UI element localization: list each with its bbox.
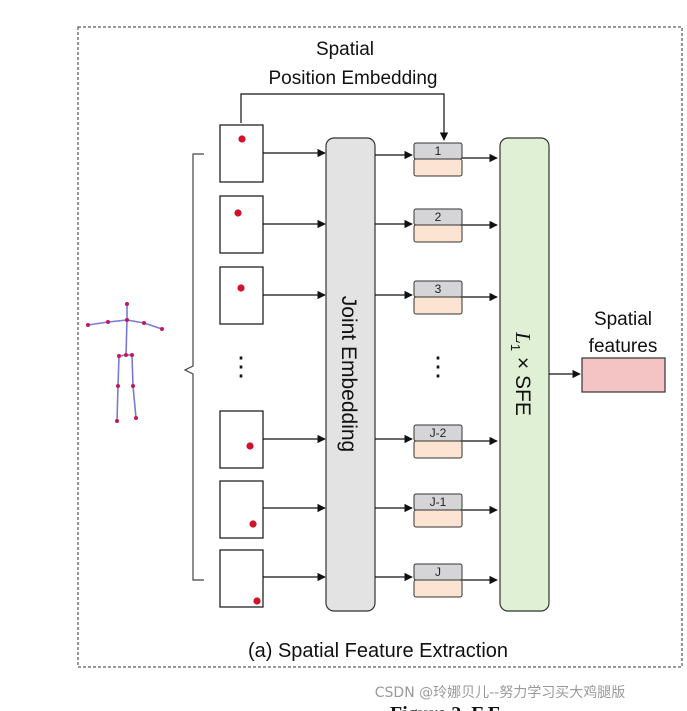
token-ellipsis: ⋮: [425, 351, 451, 381]
spatial-label: Spatial: [316, 39, 374, 60]
token-stack-2: 2: [413, 208, 463, 243]
token-stack-j-2: J-2: [413, 424, 463, 459]
joint-patch-j-2: [219, 410, 264, 469]
sfe-label: L1 × SFE: [508, 331, 535, 416]
bottom-partial-text: Figure 2. F F: [390, 703, 500, 711]
joint-patch-3: [219, 266, 264, 325]
joint-embedding-label: Joint Embedding: [337, 296, 360, 452]
joint-patches: [219, 124, 264, 608]
patch-to-embedding-arrows: [263, 148, 326, 582]
joint-dot: [237, 284, 245, 292]
joint-patch-j: [219, 549, 264, 608]
token-label: 2: [435, 210, 442, 224]
output-label-line2: features: [589, 336, 658, 357]
joint-dot: [234, 209, 242, 217]
joint-brace: [183, 153, 204, 581]
joint-dot: [249, 520, 257, 528]
token-label: J: [435, 565, 441, 579]
token-to-sfe-arrows: [462, 153, 498, 585]
spatial-features-output: [581, 357, 666, 393]
token-label: J-1: [430, 495, 447, 509]
token-label: 3: [435, 282, 442, 296]
joint-dot: [246, 442, 254, 450]
joint-embedding-block: [325, 137, 376, 612]
patch-ellipsis: ⋮: [228, 351, 254, 381]
joint-patch-2: [219, 195, 264, 254]
skeleton-joints: [86, 302, 164, 423]
token-stack-j: J: [413, 563, 463, 598]
embedding-to-token-arrows: [375, 150, 413, 582]
joint-patch-1: [219, 124, 264, 183]
token-stack-j-1: J-1: [413, 493, 463, 528]
outer-dashed-frame: [77, 26, 683, 668]
position-embedding-arrow: [240, 93, 449, 141]
token-stack-3: 3: [413, 280, 463, 315]
joint-patch-j-1: [219, 480, 264, 539]
figure-caption: (a) Spatial Feature Extraction: [248, 640, 508, 662]
token-stack-1: 1: [413, 142, 463, 177]
token-label: 1: [435, 144, 442, 158]
csdn-watermark: CSDN @玲娜贝儿--努力学习买大鸡腿版: [375, 684, 625, 701]
joint-dot: [253, 597, 261, 605]
position-embedding-label: Position Embedding: [269, 68, 438, 89]
skeleton-figure: [87, 304, 163, 422]
output-label-line1: Spatial: [594, 309, 652, 330]
joint-dot: [238, 135, 246, 143]
token-label: J-2: [430, 426, 447, 440]
